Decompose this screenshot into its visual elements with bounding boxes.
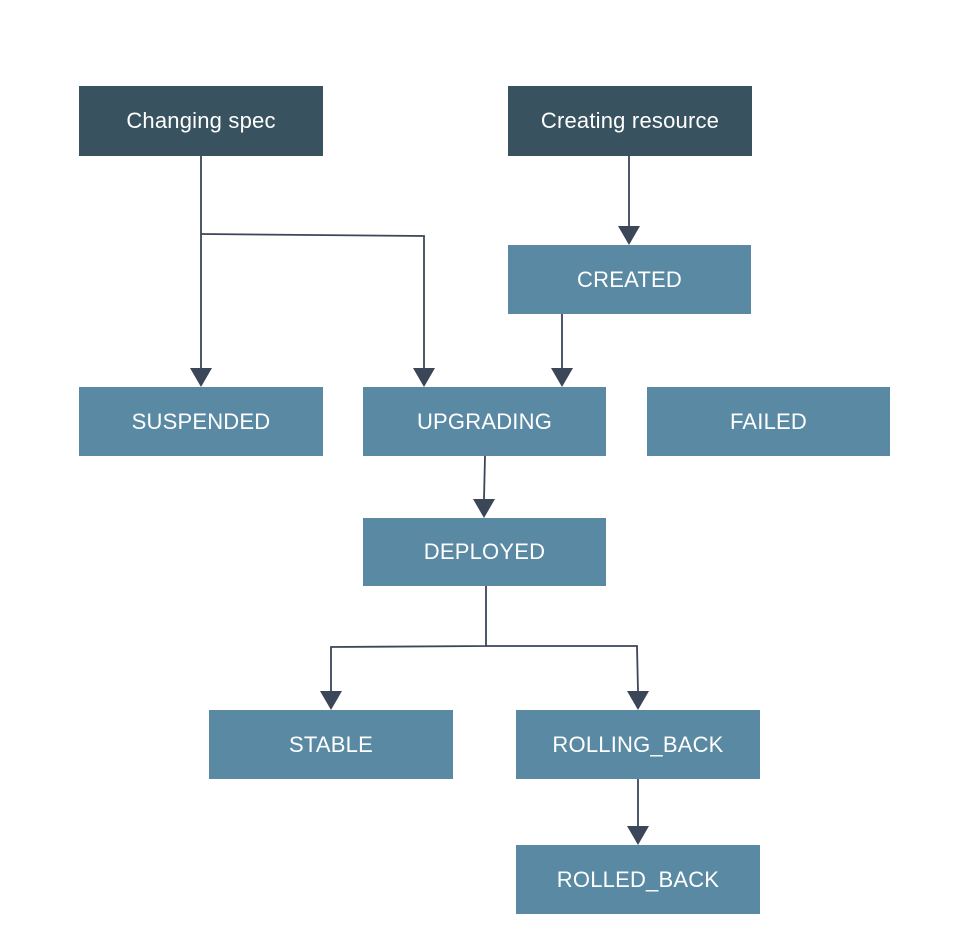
node-deployed: DEPLOYED <box>363 518 606 586</box>
node-created: CREATED <box>508 245 751 314</box>
node-stable: STABLE <box>209 710 453 779</box>
node-failed: FAILED <box>647 387 890 456</box>
edge-changing-spec-to-upgrading <box>200 233 435 387</box>
node-rolling-back: ROLLING_BACK <box>516 710 760 779</box>
node-changing-spec: Changing spec <box>79 86 323 156</box>
edge-deployed-to-rolling-back <box>486 645 649 710</box>
node-suspended: SUSPENDED <box>79 387 323 456</box>
edge-creating-resource-to-created <box>618 156 640 245</box>
node-rolled-back: ROLLED_BACK <box>516 845 760 914</box>
edge-rolling-back-to-rolled-back <box>627 779 649 845</box>
edge-changing-spec-to-suspended <box>190 156 212 387</box>
edge-created-to-upgrading <box>551 314 573 387</box>
node-creating-resource: Creating resource <box>508 86 752 156</box>
edge-deployed-to-stable <box>320 586 487 710</box>
node-upgrading: UPGRADING <box>363 387 606 456</box>
edge-upgrading-to-deployed <box>473 455 495 518</box>
